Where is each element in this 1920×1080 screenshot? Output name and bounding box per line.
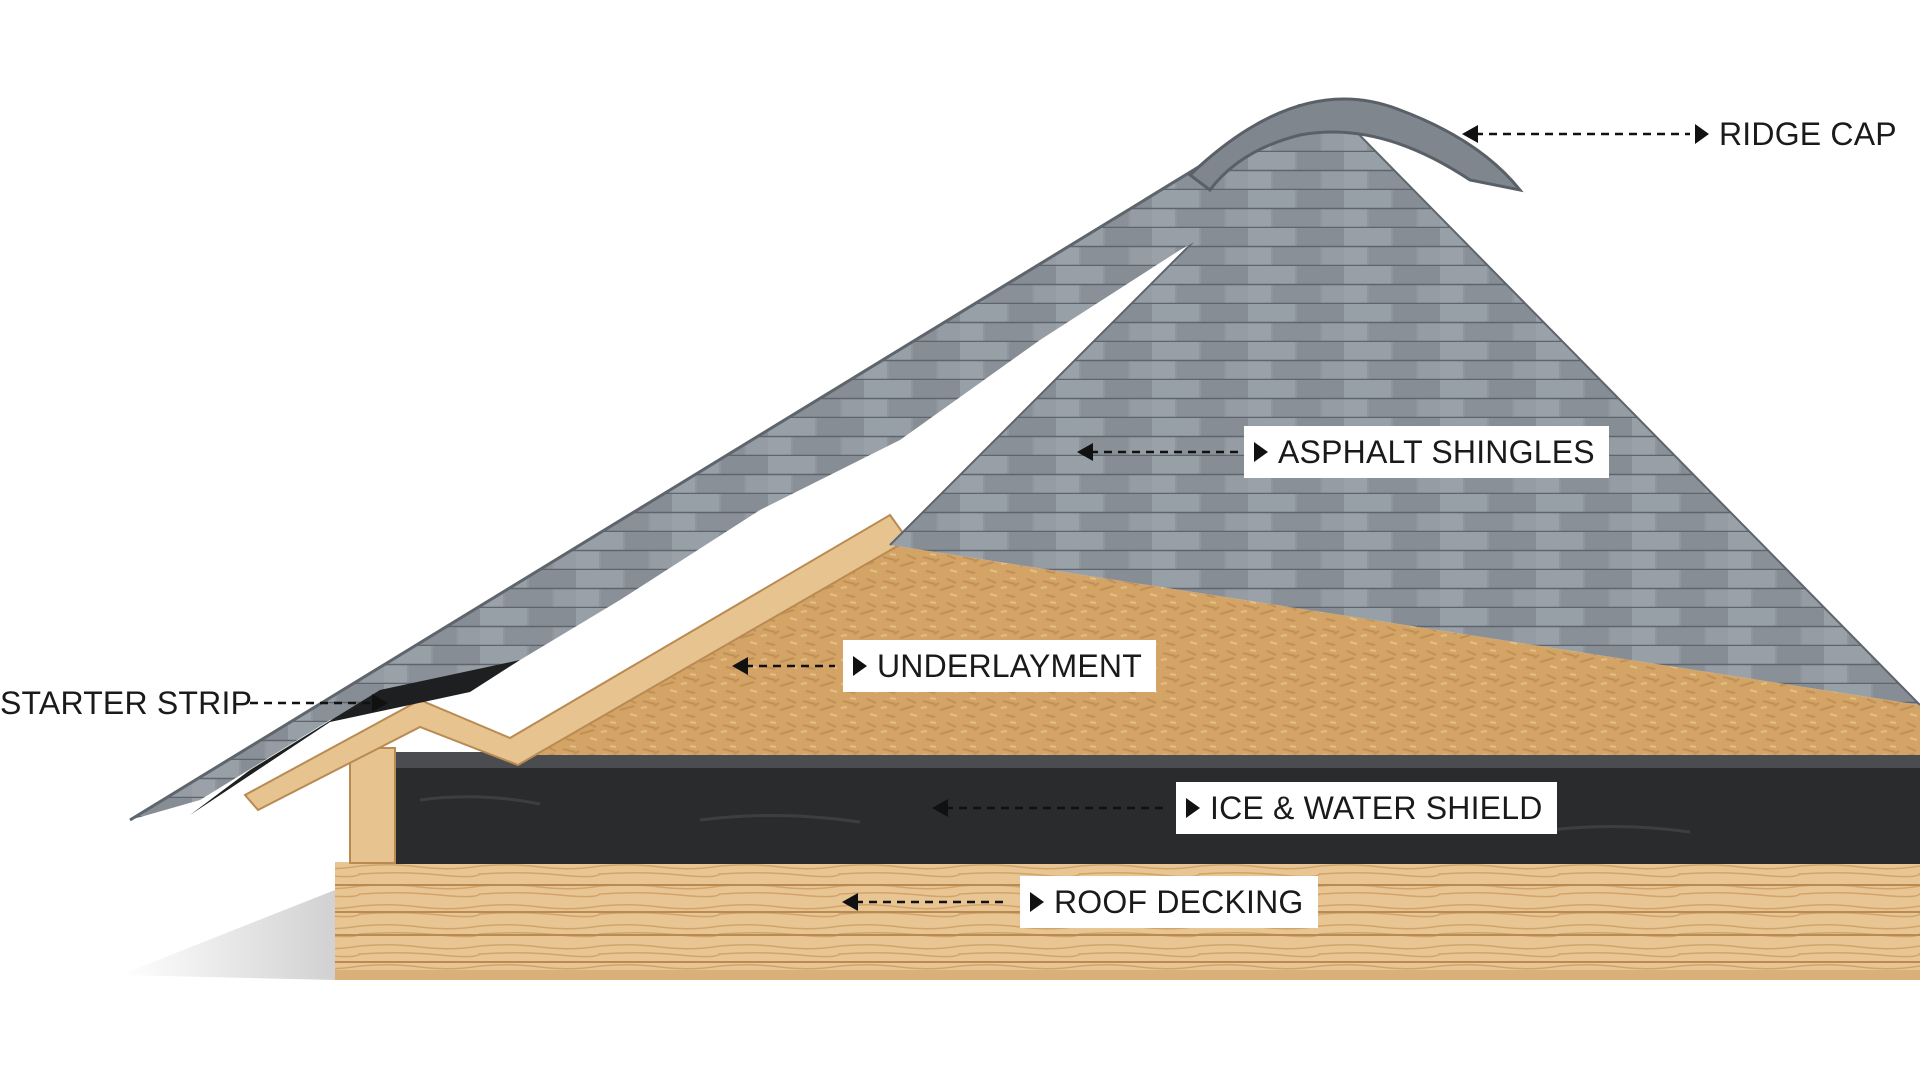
asphalt-shingles-field: [890, 105, 1920, 705]
dashed-arrow-icon: [1077, 443, 1093, 461]
dashed-arrow-icon: [842, 893, 858, 911]
dashed-arrow-icon: [1462, 125, 1478, 143]
underlayment-layer: [515, 545, 1920, 755]
triangle-right-icon: [853, 656, 867, 676]
shingle-front-slope: [130, 105, 1360, 820]
dashed-arrow-icon: [732, 657, 748, 675]
starter-strip: [190, 660, 520, 815]
triangle-right-icon: [1030, 892, 1044, 912]
asphalt-shingles-label: ASPHALT SHINGLES: [1244, 426, 1609, 478]
leader-arrowheads: [372, 125, 1478, 911]
ridge-cap: [1187, 97, 1524, 193]
ice-water-shield-label: ICE & WATER SHIELD: [1176, 782, 1557, 834]
roof-decking-label: ROOF DECKING: [1020, 876, 1318, 928]
starter-strip-label: STARTER STRIP: [0, 684, 253, 721]
triangle-right-icon: [1695, 124, 1709, 144]
ground-shadow: [120, 890, 335, 980]
dashed-arrow-icon: [372, 694, 388, 712]
dashed-arrow-icon: [932, 799, 948, 817]
leader-lines: [250, 132, 1690, 904]
underlayment-label: UNDERLAYMENT: [843, 640, 1156, 692]
triangle-right-icon: [1254, 442, 1268, 462]
triangle-right-icon: [1186, 798, 1200, 818]
ridge-cap-label: RIDGE CAP: [1695, 108, 1897, 160]
